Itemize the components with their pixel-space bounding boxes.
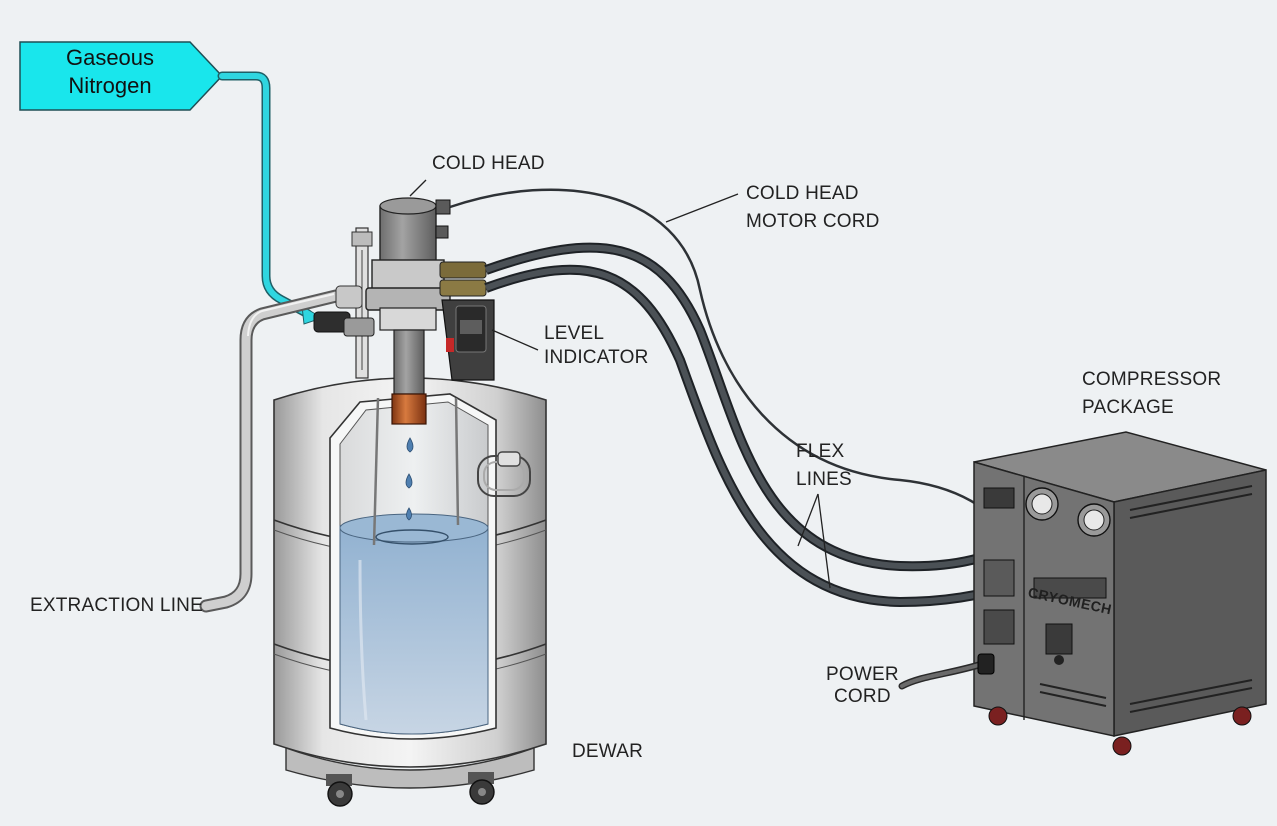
nitrogen-drops xyxy=(405,437,414,521)
flex-label-line2: LINES xyxy=(796,469,852,490)
compressor-label-line2: PACKAGE xyxy=(1082,397,1174,418)
dewar xyxy=(273,377,547,807)
nitrogen-label: Nitrogen xyxy=(68,73,152,98)
cold-head xyxy=(313,197,495,546)
motor-cord-leader xyxy=(665,193,739,223)
level-indicator-label: LEVEL INDICATOR xyxy=(544,322,649,370)
flex-label-line1: FLEX xyxy=(796,441,845,462)
extraction-line-label: EXTRACTION LINE xyxy=(30,595,203,616)
flex-lines-label: FLEX LINES xyxy=(796,438,852,494)
level-indicator-label-line2: INDICATOR xyxy=(544,347,649,368)
flex-lines-leader xyxy=(797,493,819,547)
compressor-wheel xyxy=(1112,736,1132,756)
dewar-wheel xyxy=(468,772,495,805)
power-label-line2: CORD xyxy=(834,686,891,707)
motor-cord-label: COLD HEAD MOTOR CORD xyxy=(746,180,880,236)
flex-lines-leader xyxy=(817,493,831,589)
motor-cord-label-line1: COLD HEAD xyxy=(746,183,859,204)
motor-cord xyxy=(449,188,1017,539)
extraction-line xyxy=(199,289,343,613)
power-label-line1: POWER xyxy=(826,664,899,685)
cold-head-label: COLD HEAD xyxy=(432,153,545,174)
gaseous-nitrogen-tag xyxy=(19,41,224,111)
compressor-package xyxy=(973,431,1267,756)
compressor-label-line1: COMPRESSOR xyxy=(1082,369,1222,390)
compressor-wheel xyxy=(988,706,1008,726)
dewar-label: DEWAR xyxy=(572,741,644,762)
gaseous-nitrogen-label: Gaseous Nitrogen xyxy=(30,44,190,100)
motor-cord-label-line2: MOTOR CORD xyxy=(746,211,880,232)
power-cord-label: POWER CORD xyxy=(826,664,899,708)
compressor-wheel xyxy=(1232,706,1252,726)
nitrogen-feed-line xyxy=(217,71,324,325)
level-indicator-label-line1: LEVEL xyxy=(544,323,605,344)
cold-head-leader xyxy=(409,179,427,197)
level-indicator-leader xyxy=(491,329,539,351)
compressor-package-label: COMPRESSOR PACKAGE xyxy=(1082,366,1221,422)
dewar-wheel xyxy=(326,774,353,807)
power-cord xyxy=(898,653,995,690)
level-indicator xyxy=(441,299,495,381)
gaseous-label: Gaseous xyxy=(65,45,155,70)
